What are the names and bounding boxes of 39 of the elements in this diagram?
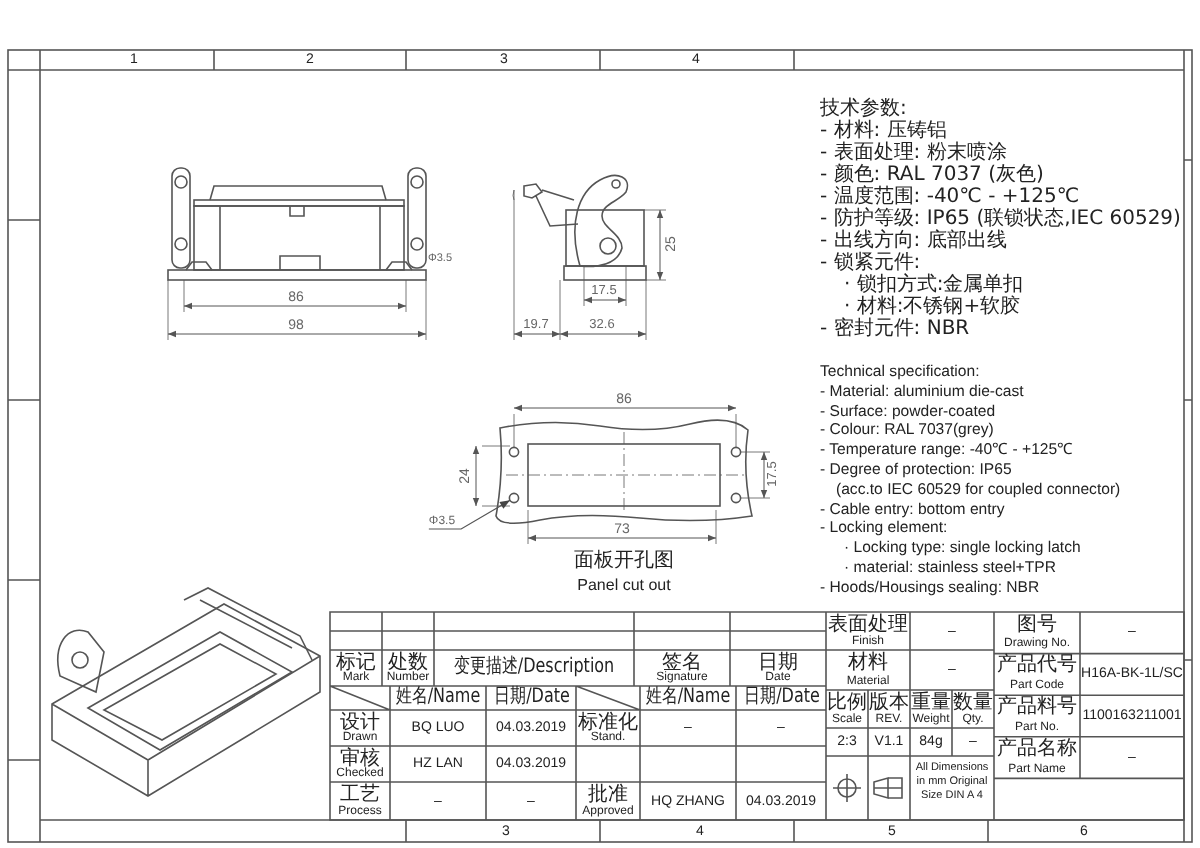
field-caption: 工艺 (340, 785, 380, 805)
mounting-hole (508, 492, 520, 504)
field-caption: 签名 (662, 653, 702, 673)
spec-text: · 锁扣方式:金属单扣 (844, 276, 1024, 296)
spec-text: - 出线方向: 底部出线 (820, 232, 1007, 252)
field-caption: 变更描述/Description (453, 658, 615, 678)
field-caption: 重量 (911, 693, 951, 713)
field-caption: 日期/Date (743, 688, 819, 708)
field-caption: 表面处理 (828, 615, 908, 635)
spec-text: - 颜色: RAL 7037 (灰色) (820, 166, 1044, 186)
field-caption: 图号 (1017, 615, 1057, 635)
field-caption: 批准 (588, 785, 628, 805)
leader-line (428, 499, 511, 530)
field-caption: 姓名/Name (395, 688, 481, 708)
field-caption: 日期/Date (493, 688, 569, 708)
spec-text: - 锁紧元件: (820, 254, 921, 274)
spec-text: - 材料: 压铸铝 (820, 122, 947, 142)
field-caption: 比例 (827, 693, 867, 713)
field-caption: 设计 (340, 713, 380, 733)
spec-text: · 材料:不锈钢+软胶 (844, 298, 1021, 318)
field-caption: 产品代号 (997, 656, 1077, 677)
spec-heading: 技术参数: (820, 100, 907, 120)
spec-text: - 温度范围: -40℃ - +125℃ (820, 188, 1080, 208)
field-caption: 标准化 (578, 713, 638, 733)
field-caption: 数量 (953, 693, 993, 713)
field-caption: 产品名称 (997, 739, 1077, 760)
field-caption: 审核 (340, 749, 380, 769)
field-caption: 产品料号 (997, 698, 1077, 719)
field-caption: 版本 (869, 693, 909, 713)
spec-text: - 表面处理: 粉末喷涂 (820, 144, 1007, 164)
field-caption: 姓名/Name (645, 688, 731, 708)
spec-text: - 防护等级: IP65 (联锁状态,IEC 60529) (820, 210, 1181, 230)
field-caption: 标记 (336, 653, 376, 673)
field-caption: 日期 (758, 653, 798, 673)
field-caption: 处数 (388, 653, 428, 673)
view-caption: 面板开孔图 (574, 552, 674, 572)
spec-text: - 密封元件: NBR (820, 320, 970, 340)
view-caption: Panel cut out (577, 578, 671, 594)
field-caption: 材料 (848, 653, 888, 673)
